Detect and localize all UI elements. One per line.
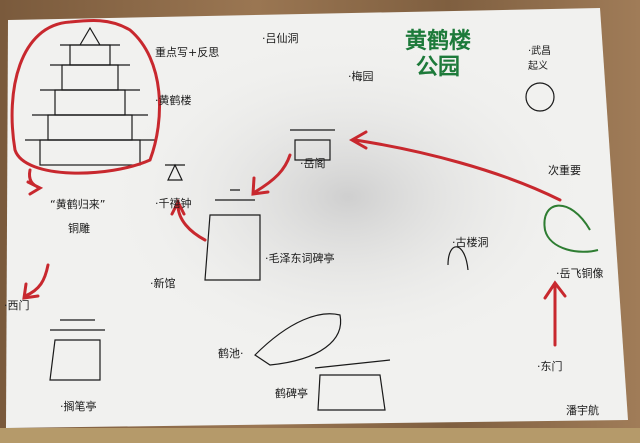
label-lvxian-cave: ·吕仙洞 <box>262 32 299 45</box>
building-sketches <box>49 82 555 411</box>
label-plum-garden: ·梅园 <box>348 70 374 83</box>
label-gulou-cave: ·古楼洞 <box>452 236 489 249</box>
tower-drawing <box>25 26 155 166</box>
label-author-signature: 潘宇航 <box>566 404 599 417</box>
label-crane-pond: 鹤池· <box>218 347 244 360</box>
label-yue-pavilion: ·岳阁 <box>300 157 326 170</box>
label-gebi-pavilion: ·搁笔亭 <box>60 400 97 413</box>
label-wuchang-uprising: ·武昌起义 <box>528 46 552 72</box>
label-west-gate: ·西门 <box>4 299 30 312</box>
title-line-2: 公园 <box>416 54 461 80</box>
label-bronze-sculpture-2: 铜雕 <box>68 222 90 235</box>
label-mao-poem-stele: ·毛泽东词碑亭 <box>265 252 335 265</box>
label-crane-stele-pavilion: 鹤碑亭 <box>275 387 308 400</box>
key-highlight-circle <box>10 18 162 175</box>
label-yue-fei-statue: ·岳飞铜像 <box>556 267 604 280</box>
label-secondary-note: 次重要 <box>548 164 581 177</box>
label-bronze-sculpture-1: “黄鹤归来” <box>50 198 106 211</box>
label-yellow-crane-tower: ·黄鹤楼 <box>155 94 192 107</box>
label-millennium-bell: ·千禧钟 <box>155 197 192 210</box>
secondary-highlight-circle <box>543 204 599 253</box>
route-arrows <box>22 130 567 347</box>
label-east-gate: ·东门 <box>537 360 563 373</box>
label-key-note: 重点写+反思 <box>155 46 220 59</box>
label-hall: ·新馆 <box>150 277 176 290</box>
map-title: 黄鹤楼 公园 <box>405 28 471 80</box>
title-line-1: 黄鹤楼 <box>405 28 472 54</box>
